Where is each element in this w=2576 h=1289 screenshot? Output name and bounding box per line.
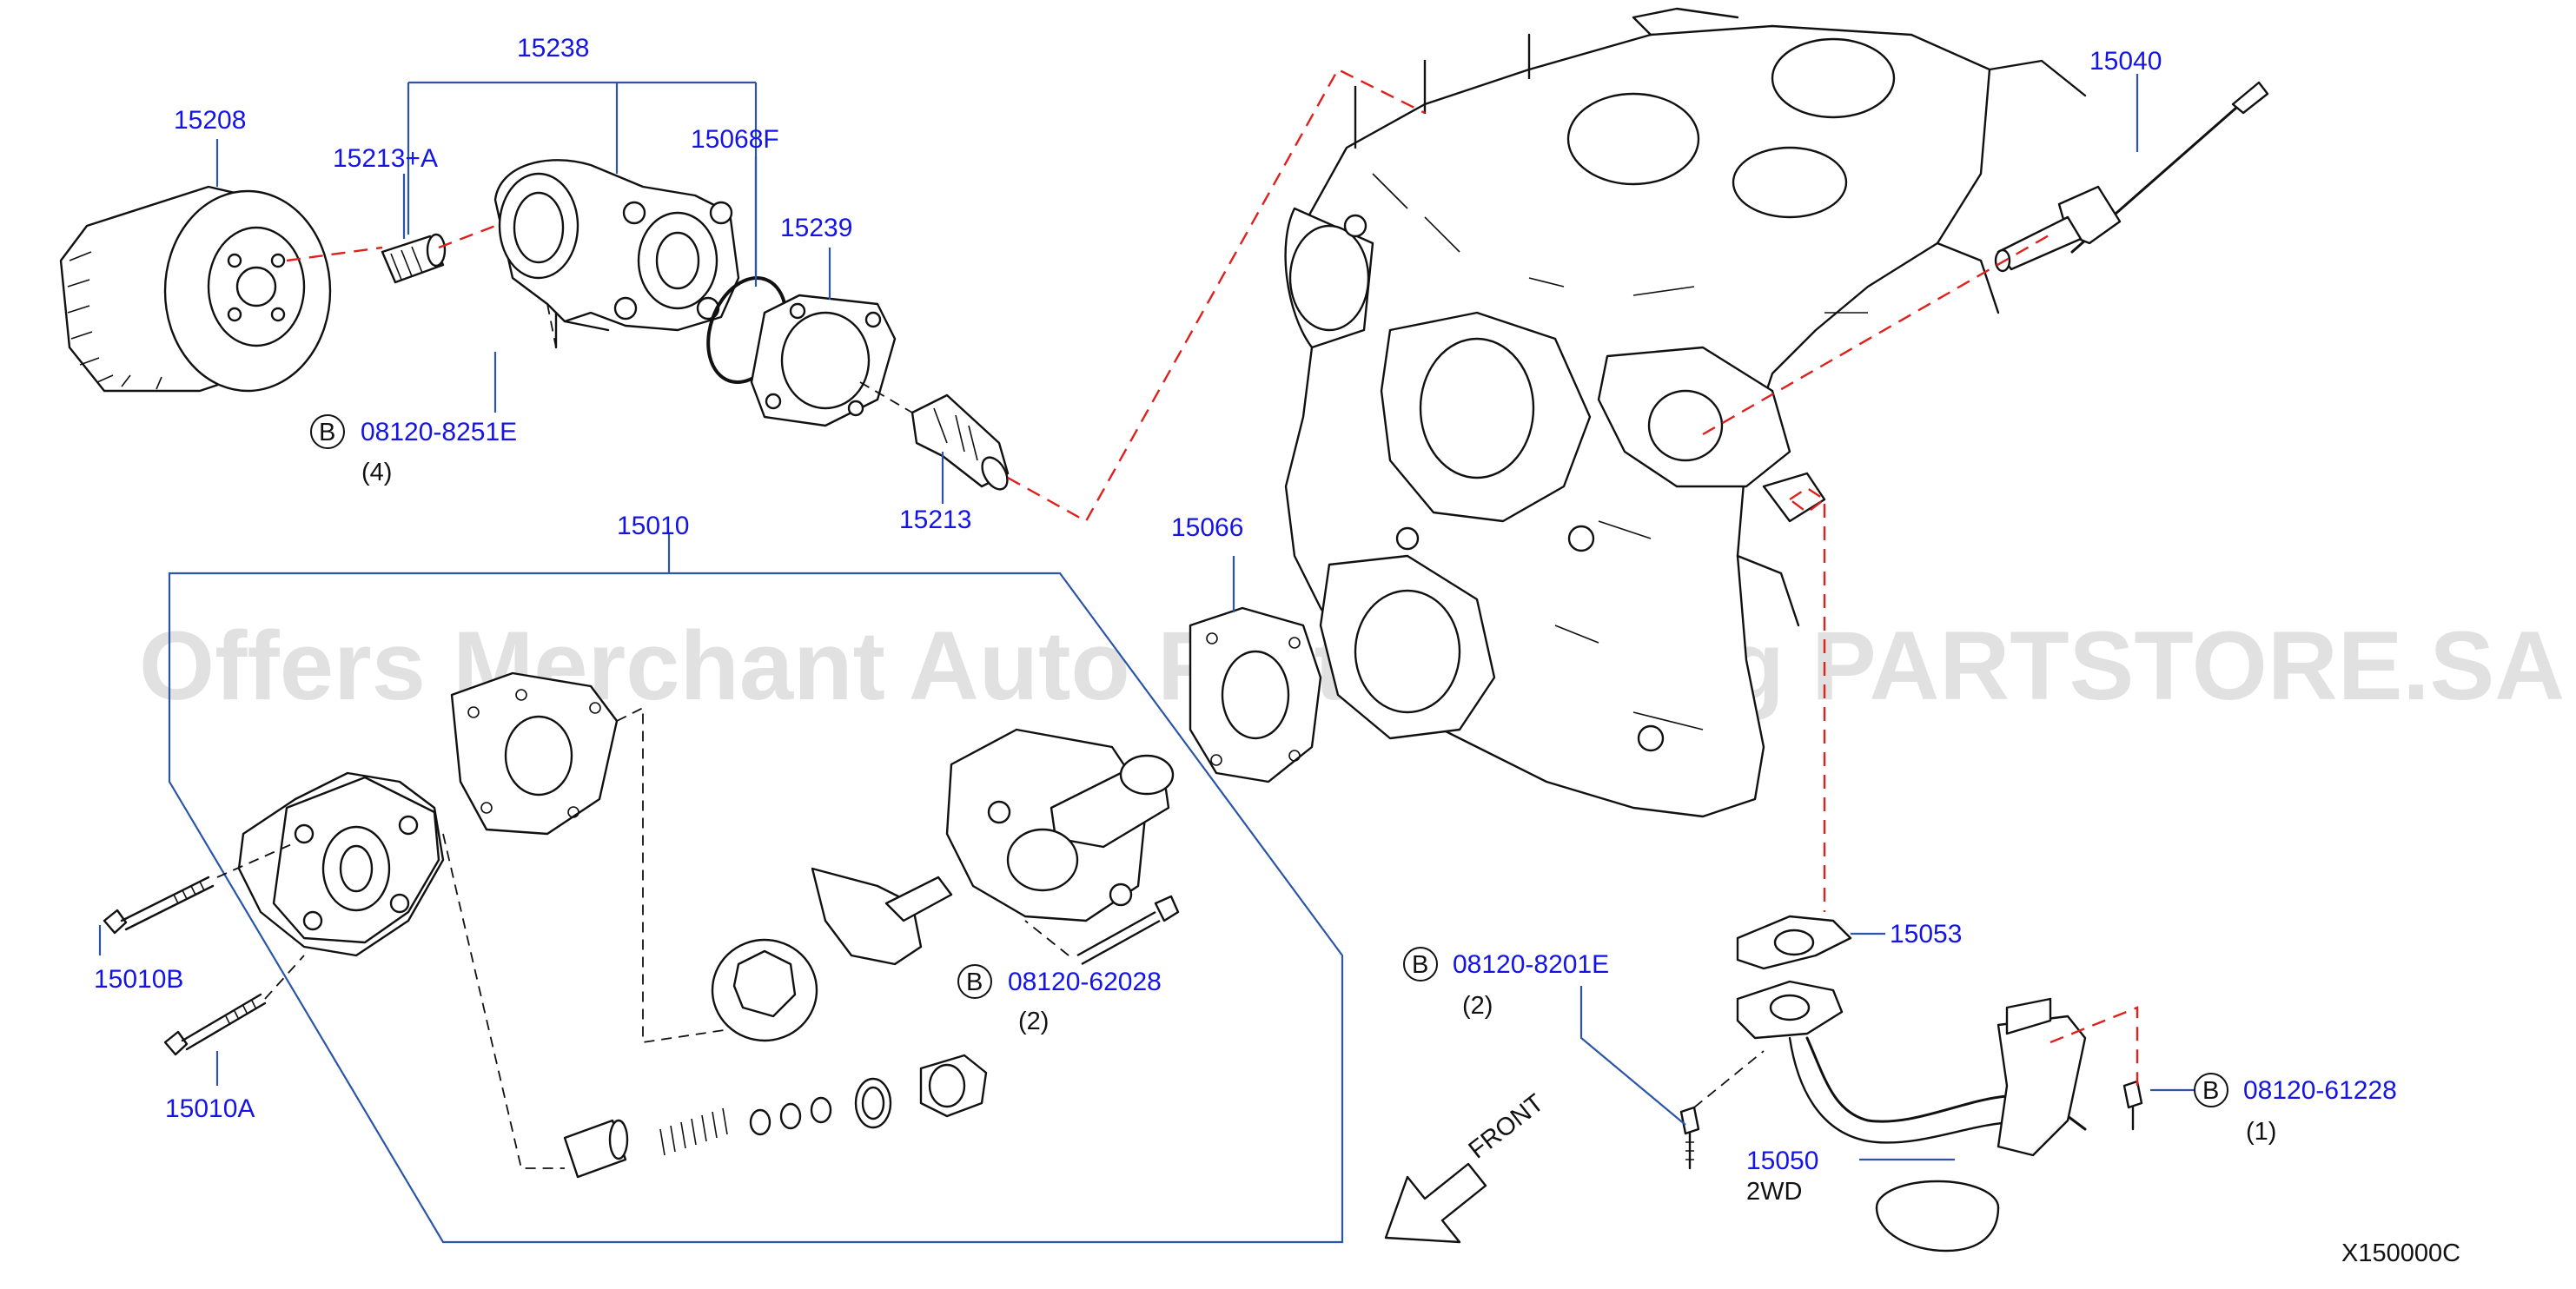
- part-label-15239[interactable]: 15239: [780, 214, 852, 242]
- bolt-badge-letter: B: [2202, 1077, 2219, 1105]
- leader-15238: [407, 81, 758, 287]
- relief-valve-illustration: [563, 1054, 988, 1179]
- oil-strainer-illustration: [1736, 980, 2087, 1253]
- pump-bolt-a-illustration: [163, 993, 267, 1056]
- bolt-qty-62028: (2): [1018, 1008, 1049, 1035]
- strainer-bolt-61228-illustration: [2122, 1080, 2143, 1131]
- dash-leader-bolt-62028: [1024, 920, 1069, 956]
- front-label: FRONT: [1464, 1089, 1550, 1165]
- pump-bolt-b-illustration: [103, 876, 215, 935]
- oil-filter-illustration: [59, 185, 332, 393]
- dash-leader-strainer-bolt: [1693, 1050, 1765, 1108]
- pump-body-illustration: [945, 728, 1175, 922]
- dash-leader-bracket-bolt: [546, 303, 557, 348]
- bolt-callout-8251e[interactable]: B 08120-8251E (4): [310, 414, 517, 486]
- threaded-adapter-illustration: [381, 233, 447, 284]
- part-label-15053[interactable]: 15053: [1890, 920, 1962, 949]
- bracket-gasket-illustration: [750, 294, 897, 427]
- bolt-badge-letter: B: [966, 968, 983, 996]
- bolt-code-61228[interactable]: 08120-61228: [2243, 1076, 2397, 1105]
- part-label-15208[interactable]: 15208: [174, 106, 246, 135]
- catalog-code: X150000C: [2341, 1239, 2460, 1267]
- part-label-15050[interactable]: 15050: [1746, 1147, 1818, 1175]
- bolt-callout-62028[interactable]: B 08120-62028 (2): [957, 964, 1162, 1035]
- part-label-15010[interactable]: 15010: [617, 512, 689, 540]
- pump-bolt-62028-illustration: [1076, 895, 1180, 966]
- dash-leader-gasket-connector: [859, 381, 913, 413]
- front-arrow-icon: [1384, 1162, 1487, 1244]
- red-leader-bracket-block: [1007, 68, 1426, 523]
- oil-pump-callout-box: [168, 572, 1344, 1244]
- part-label-15213[interactable]: 15213: [899, 506, 971, 534]
- dash-leader-cover-valve: [442, 833, 565, 1169]
- part-label-15010b[interactable]: 15010B: [94, 965, 183, 994]
- red-leader-adapter-bracket: [438, 224, 496, 249]
- dipstick-illustration: [1994, 81, 2269, 273]
- bolt-badge-circle: [957, 964, 992, 999]
- part-label-15010a[interactable]: 15010A: [165, 1094, 255, 1123]
- bolt-badge-circle: [310, 414, 345, 449]
- bolt-code-8251e[interactable]: 08120-8251E: [361, 418, 517, 446]
- bolt-badge-circle: [1403, 947, 1438, 982]
- bolt-badge-letter: B: [319, 419, 335, 446]
- part-label-15068f[interactable]: 15068F: [691, 125, 779, 154]
- connector-illustration: [911, 393, 1010, 491]
- variant-2wd-label: 2WD: [1746, 1178, 1802, 1206]
- bolt-code-8201e[interactable]: 08120-8201E: [1453, 950, 1609, 979]
- leader-8201e: [1579, 986, 1686, 1126]
- engine-block-illustration: [1284, 7, 2087, 818]
- strainer-bolt-8201e-illustration: [1679, 1106, 1700, 1170]
- dash-leader-gasket-rotor: [616, 706, 731, 1044]
- pump-front-gasket-illustration: [1189, 606, 1322, 783]
- part-label-15213a[interactable]: 15213+A: [333, 144, 438, 173]
- part-label-15066[interactable]: 15066: [1171, 513, 1243, 542]
- bolt-code-62028[interactable]: 08120-62028: [1008, 968, 1162, 996]
- strainer-gasket-illustration: [1736, 915, 1852, 970]
- bolt-qty-8251e: (4): [361, 459, 392, 486]
- bolt-callout-8201e[interactable]: B 08120-8201E (2): [1403, 947, 1609, 1020]
- red-hex-marker: [1787, 486, 1827, 514]
- pump-gasket-illustration: [450, 671, 619, 836]
- dash-leader-bolt-b: [216, 842, 296, 878]
- filter-bracket-illustration: [493, 159, 740, 349]
- bolt-badge-circle: [2194, 1073, 2228, 1107]
- bolt-qty-61228: (1): [2246, 1118, 2276, 1146]
- bolt-qty-8201e: (2): [1462, 992, 1493, 1020]
- dash-leader-bolt-a: [264, 955, 305, 1000]
- pump-cover-illustration: [237, 771, 445, 957]
- part-label-15238[interactable]: 15238: [517, 34, 589, 63]
- red-leader-filter-adapter: [286, 246, 383, 262]
- red-leader-bolt-61228: [2050, 1006, 2139, 1086]
- part-label-15040[interactable]: 15040: [2089, 47, 2162, 76]
- bolt-callout-61228[interactable]: B 08120-61228 (1): [2194, 1073, 2397, 1146]
- bolt-badge-letter: B: [1412, 951, 1428, 979]
- rotor-illustration: [711, 867, 953, 1042]
